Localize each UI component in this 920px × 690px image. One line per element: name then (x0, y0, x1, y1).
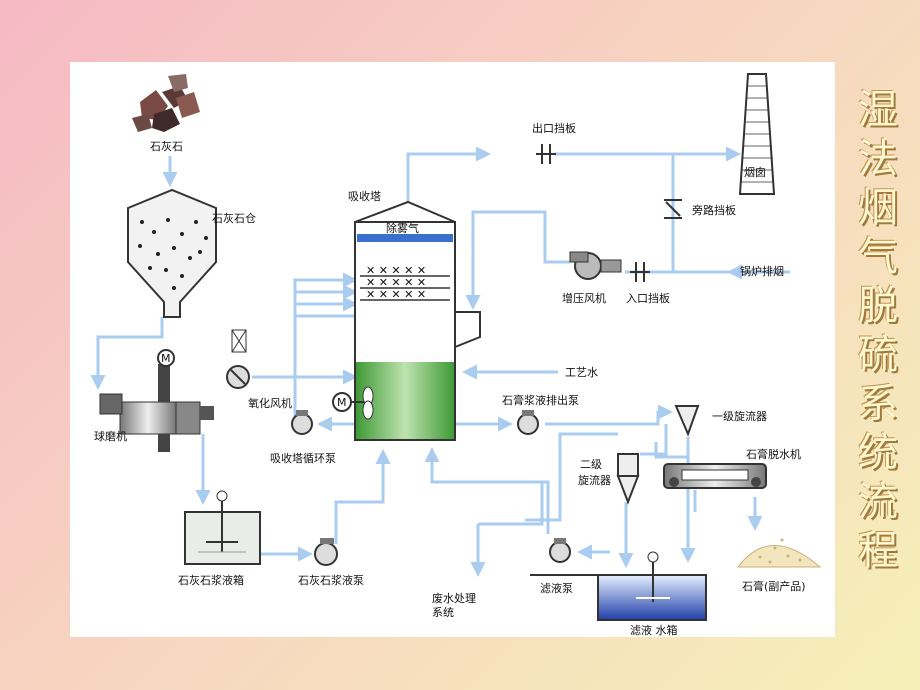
process-water-label: 工艺水 (565, 366, 598, 379)
side-title-char: 湿 (858, 87, 898, 133)
absorber-label: 吸收塔 (348, 189, 381, 203)
oxidation-fan-icon (226, 329, 250, 389)
gypsum-pile-icon (737, 538, 822, 568)
inlet-damper-icon (630, 262, 650, 282)
outlet-damper-label: 出口挡板 (532, 121, 576, 135)
secondary-cyclone-label-1: 二级 (580, 458, 602, 471)
svg-text:✕ ✕ ✕ ✕ ✕: ✕ ✕ ✕ ✕ ✕ (366, 288, 426, 301)
side-title-char: 系 (858, 381, 898, 427)
limestone-rocks-icon (132, 74, 200, 132)
boiler-exhaust-label: 锅炉排烟 (740, 264, 784, 278)
gypsum-pump-label: 石膏浆液排出泵 (502, 393, 579, 407)
oxidation-fan-label: 氧化风机 (248, 396, 292, 410)
side-title-char: 硫 (858, 332, 898, 378)
booster-fan-label: 增压风机 (562, 291, 606, 305)
svg-text:M: M (337, 396, 347, 409)
primary-cyclone-label: 一级旋流器 (712, 409, 767, 423)
slurry-pump-label: 石灰石浆液泵 (298, 573, 364, 587)
filtrate-pump-icon (549, 538, 571, 563)
inlet-damper-label: 入口挡板 (626, 291, 670, 305)
ball-mill-label: 球磨机 (94, 429, 127, 443)
gypsum-product-label: 石膏(副产品) (742, 579, 806, 593)
outlet-damper-icon (536, 144, 556, 164)
side-title-char: 脱 (858, 283, 898, 329)
side-title-char: 统 (858, 430, 898, 476)
bypass-damper-label: 旁路挡板 (692, 203, 736, 217)
side-title-char: 程 (858, 528, 898, 574)
diagram-panel: 石灰石 石灰石仓 M 球磨机 石灰石浆液箱 石灰石浆液泵 (70, 62, 835, 637)
motor-icon (157, 349, 175, 367)
side-title-char: 气 (858, 234, 898, 280)
demister-label: 除雾气 (386, 221, 419, 235)
slurry-pump-icon (314, 538, 338, 566)
ball-mill: M (99, 349, 214, 452)
svg-text:✕ ✕ ✕ ✕ ✕: ✕ ✕ ✕ ✕ ✕ (366, 264, 426, 277)
side-title-char: 流 (858, 479, 898, 525)
wastewater-label-1: 废水处理 (432, 591, 476, 605)
wastewater-label-2: 系统 (432, 606, 454, 619)
side-title: 湿 法 烟 气 脱 硫 系 统 流 程 (848, 86, 908, 576)
svg-text:M: M (161, 352, 171, 365)
circulation-pump-icon (291, 410, 313, 435)
svg-text:✕ ✕ ✕ ✕ ✕: ✕ ✕ ✕ ✕ ✕ (366, 276, 426, 289)
filtrate-pump-label: 滤液泵 (540, 581, 573, 595)
filtrate-tank-label: 滤液 水箱 (630, 623, 678, 637)
gypsum-dewater-icon (663, 463, 767, 489)
primary-cyclone-icon (674, 405, 700, 437)
gypsum-pump-icon (517, 410, 539, 435)
side-title-char: 烟 (858, 185, 898, 231)
limestone-silo-label: 石灰石仓 (212, 211, 256, 225)
bypass-damper-icon (664, 199, 682, 219)
secondary-cyclone-label-2: 旋流器 (578, 473, 611, 487)
pipes (90, 146, 790, 577)
process-flow-diagram: 石灰石 石灰石仓 M 球磨机 石灰石浆液箱 石灰石浆液泵 (90, 73, 822, 637)
secondary-cyclone-icon (616, 453, 640, 505)
circ-pump-label: 吸收塔循环泵 (270, 451, 336, 465)
chimney-label: 烟囱 (744, 165, 766, 179)
side-title-char: 法 (858, 136, 898, 182)
limestone-slurry-tank (184, 490, 261, 565)
slurry-tank-label: 石灰石浆液箱 (178, 573, 244, 587)
limestone-silo (127, 188, 217, 318)
booster-fan-icon (569, 251, 622, 280)
absorber-tower: ✕ ✕ ✕ ✕ ✕ ✕ ✕ ✕ ✕ ✕ ✕ ✕ ✕ ✕ ✕ M (332, 200, 481, 441)
chimney-icon (738, 73, 776, 195)
filtrate-tank (530, 551, 707, 621)
gypsum-dewater-label: 石膏脱水机 (746, 447, 801, 461)
limestone-label: 石灰石 (150, 139, 183, 153)
